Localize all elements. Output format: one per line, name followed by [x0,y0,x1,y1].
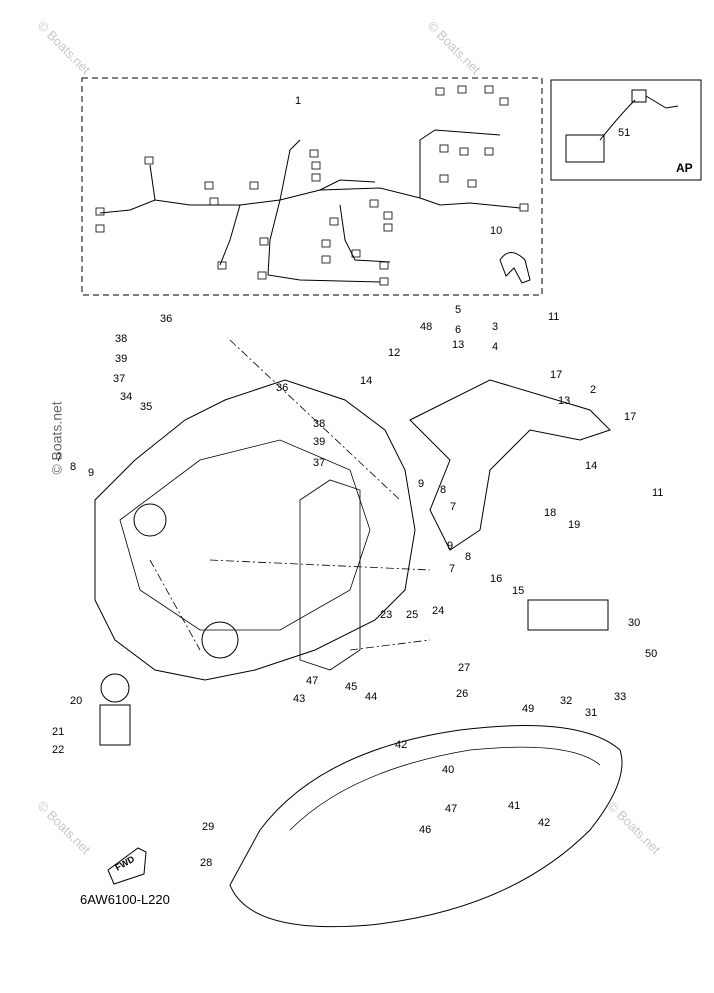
callout-48: 48 [420,321,432,333]
callout-32: 32 [560,695,572,707]
callout-19: 19 [568,519,580,531]
callout-10: 10 [490,225,502,237]
callout-51: 51 [618,127,630,139]
callout-24: 24 [432,605,444,617]
callout-25: 25 [406,609,418,621]
callout-36-alt0: 36 [276,382,288,394]
callout-5: 5 [455,304,461,316]
inset-box [550,79,702,181]
callout-40: 40 [442,764,454,776]
callout-20: 20 [70,695,82,707]
callout-12: 12 [388,347,400,359]
callout-17-alt9: 17 [624,411,636,423]
callout-30: 30 [628,617,640,629]
harness-box [81,77,543,296]
callout-7-alt11: 7 [56,452,62,464]
callout-45: 45 [345,681,357,693]
callout-6: 6 [455,324,461,336]
callout-4: 4 [492,341,498,353]
callout-14-alt8: 14 [585,460,597,472]
callout-17: 17 [550,369,562,381]
callout-36: 36 [160,313,172,325]
part-10-clip [499,252,531,284]
inset-label-ap: AP [676,161,693,175]
callout-46: 46 [419,824,431,836]
callout-11-alt10: 11 [652,487,663,499]
callout-14: 14 [360,375,372,387]
callout-39-alt2: 39 [313,436,325,448]
part-20-box [99,704,131,746]
callout-35: 35 [140,401,152,413]
callout-26: 26 [456,688,468,700]
callout-3: 3 [492,321,498,333]
callout-29: 29 [202,821,214,833]
callout-9-alt13: 9 [88,467,94,479]
callout-9: 9 [418,478,424,490]
callout-9-alt6: 9 [447,540,453,552]
wire-harness-1 [95,85,529,286]
part-2-bracket [409,379,611,551]
callout-43: 43 [293,693,305,705]
callout-44: 44 [365,691,377,703]
callout-11: 11 [548,311,559,323]
part-51-battery [565,134,605,163]
callout-2: 2 [590,384,596,396]
callout-7-alt4: 7 [449,563,455,575]
callout-49: 49 [522,703,534,715]
callout-18: 18 [544,507,556,519]
callout-23: 23 [380,609,392,621]
callout-21: 21 [52,726,64,738]
lower-cowling [229,725,623,928]
callout-13-alt7: 13 [558,395,570,407]
callout-33: 33 [614,691,626,703]
callout-37: 37 [113,373,125,385]
callout-42: 42 [395,739,407,751]
callout-1: 1 [295,95,301,107]
callout-42-alt15: 42 [538,817,550,829]
callout-38-alt1: 38 [313,418,325,430]
callout-8: 8 [440,484,446,496]
callout-47-alt14: 47 [445,803,457,815]
fwd-label: FWD [113,854,136,873]
part-30-bracket [527,599,609,631]
callout-28: 28 [200,857,212,869]
callout-7: 7 [450,501,456,513]
drawing-code: 6AW6100-L220 [80,892,170,907]
callout-38: 38 [115,333,127,345]
engine-block [94,379,416,681]
callout-27: 27 [458,662,470,674]
callout-34: 34 [120,391,132,403]
callout-22: 22 [52,744,64,756]
callout-31: 31 [585,707,597,719]
callout-15: 15 [512,585,524,597]
watermark-side: © Boats.net [48,401,65,475]
callout-41: 41 [508,800,520,812]
callout-39: 39 [115,353,127,365]
callout-16: 16 [490,573,502,585]
callout-50: 50 [645,648,657,660]
callout-37-alt3: 37 [313,457,325,469]
callout-8-alt5: 8 [465,551,471,563]
callout-8-alt12: 8 [70,461,76,473]
callout-47: 47 [306,675,318,687]
fwd-arrow [107,847,147,885]
callout-13: 13 [452,339,464,351]
